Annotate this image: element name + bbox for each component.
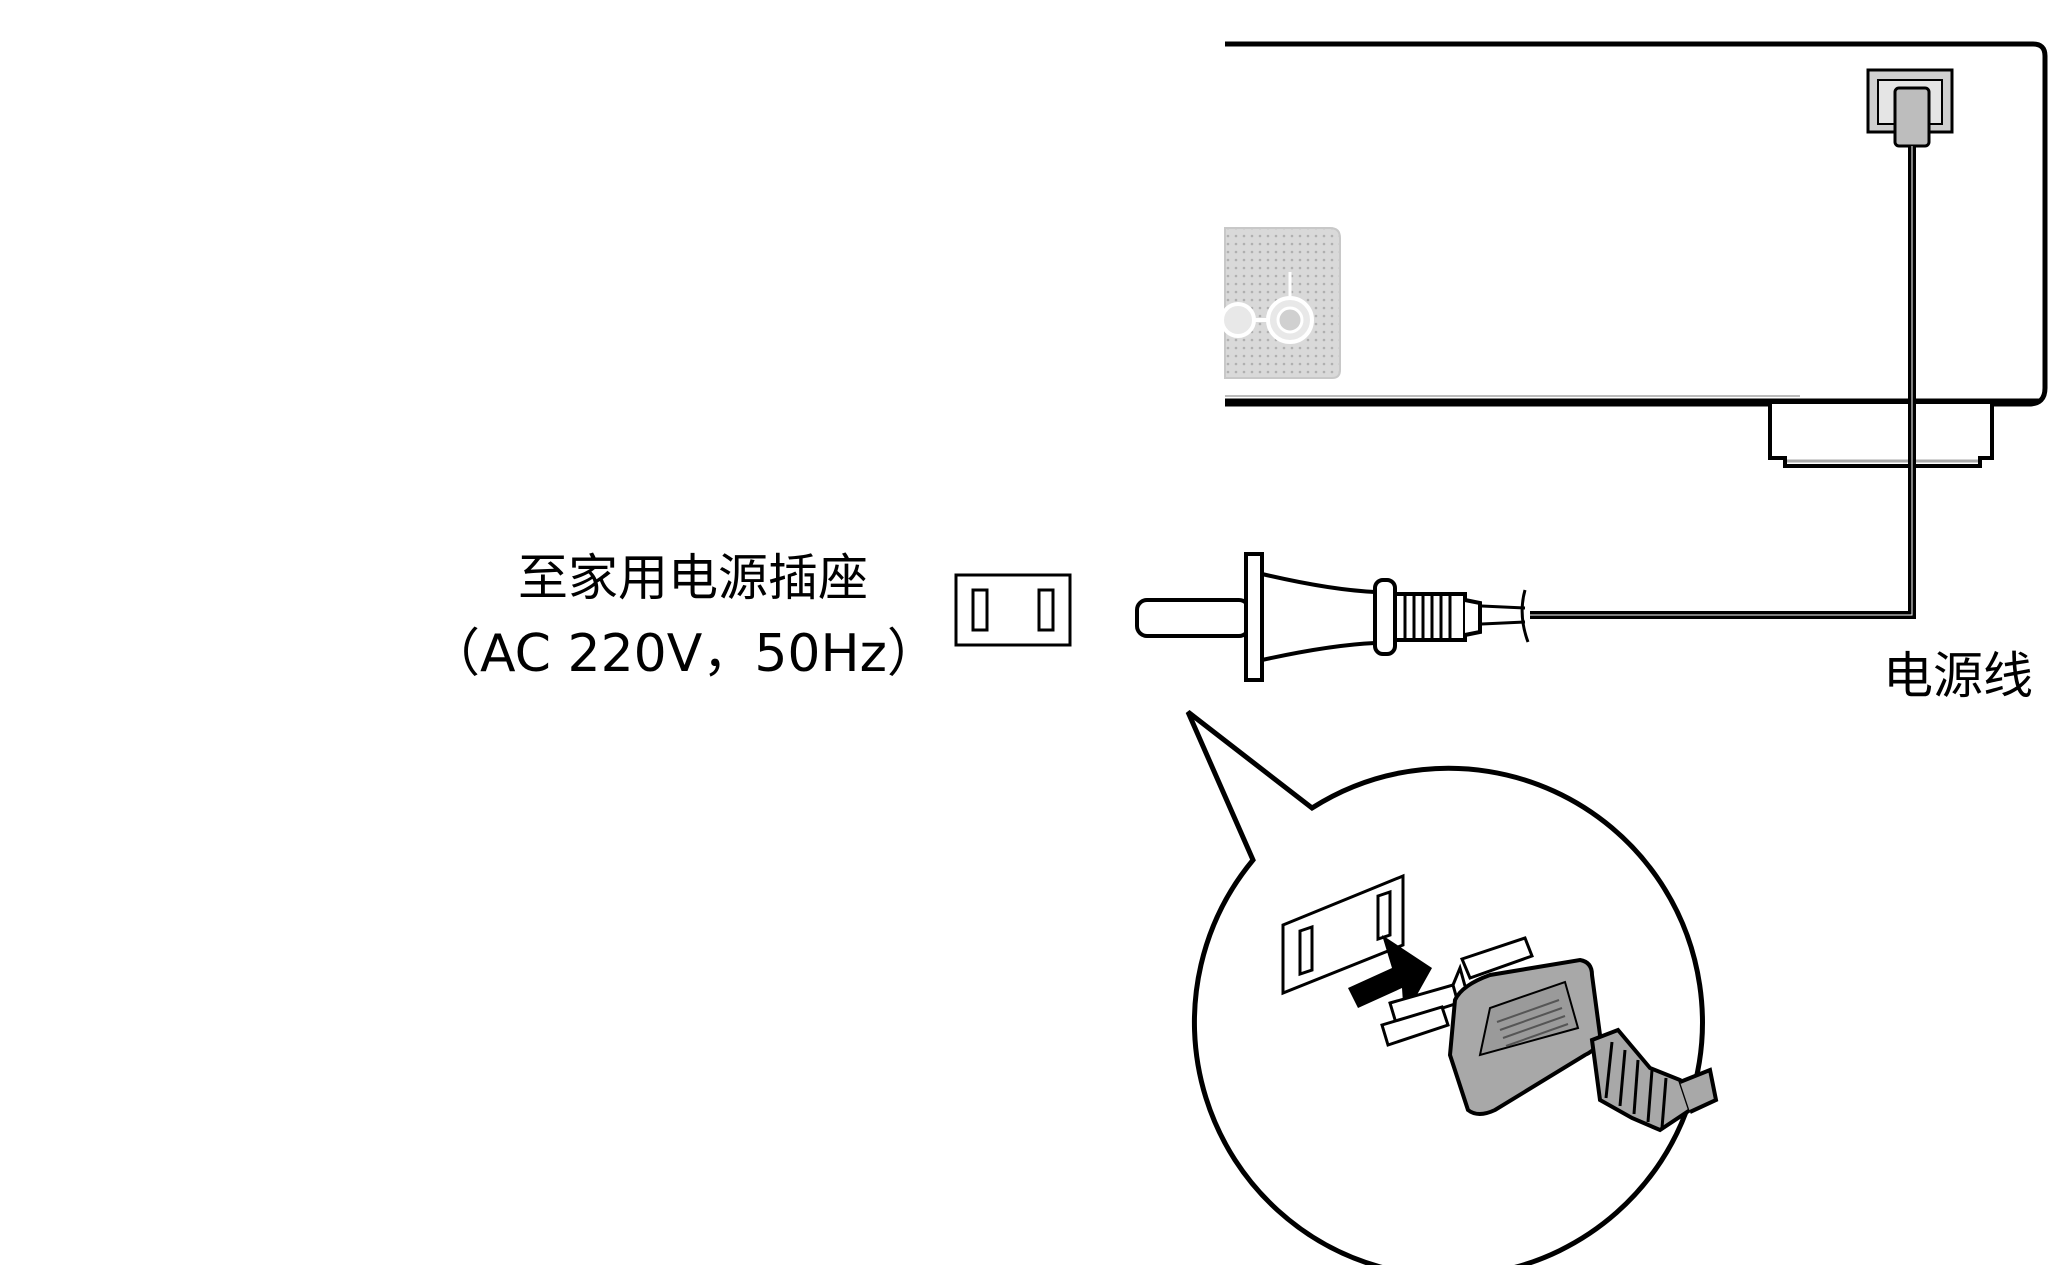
device-body: [1225, 41, 2048, 407]
outlet-label: 至家用电源插座: [518, 549, 868, 607]
wall-outlet: [954, 573, 1072, 647]
callout-outlet: [1281, 873, 1405, 996]
ac-inlet: [1866, 68, 1954, 148]
power-cord-label: 电源线: [1883, 647, 2033, 705]
device-foot: [1768, 404, 1994, 468]
outlet-spec-label: （AC 220V，50Hz）: [428, 624, 939, 684]
device-connector-panel: [1220, 227, 1341, 379]
power-plug: [1135, 552, 1482, 682]
callout-plug: [1380, 936, 1719, 1133]
